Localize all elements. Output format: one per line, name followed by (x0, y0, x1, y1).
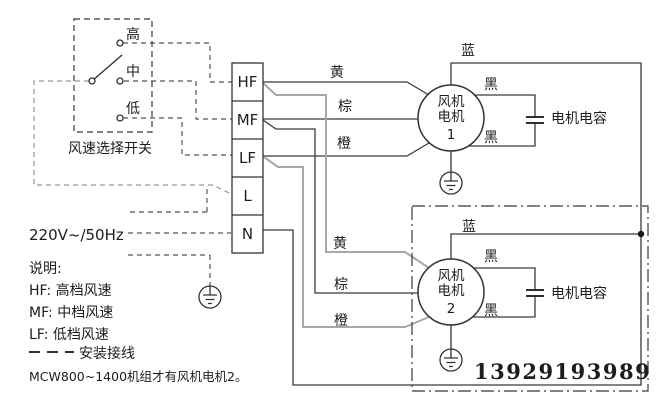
phone-watermark: 13929193989 (474, 359, 651, 384)
wire-power-earth (128, 254, 211, 286)
legend-dash-label: 安装接线 (79, 345, 135, 362)
wire-lf-orange-motor1 (263, 142, 430, 157)
wire-mf-brown-motor2 (262, 119, 420, 294)
label-orange-motor2: 橙 (334, 313, 348, 329)
capacitors (526, 116, 544, 297)
motor1-name-line2: 电机 (438, 109, 465, 125)
motor2-name-line1: 风机 (438, 268, 465, 284)
earth-icon-motor2 (439, 325, 463, 372)
label-black-bottom-motor1: 黑 (484, 130, 498, 146)
label-capacitor-motor2: 电机电容 (551, 285, 607, 302)
label-black-top-motor2: 黑 (484, 249, 498, 265)
ground-symbols (198, 151, 463, 372)
terminal-dividers (232, 100, 263, 216)
terminal-block: HF MF LF L N (231, 62, 264, 254)
speed-switch-label: 风速选择开关 (68, 141, 152, 157)
wire-hf-yellow-motor1 (263, 81, 430, 96)
wire-black-top-motor1 (460, 94, 536, 117)
motor2-number: 2 (447, 301, 456, 317)
wire-blue-motor2 (450, 233, 641, 261)
legend-item-lf: LF: 低档风速 (29, 327, 109, 343)
legend-item-mf: MF: 中档风速 (29, 305, 113, 321)
motor1-number: 1 (447, 127, 456, 143)
contact-common (88, 77, 96, 85)
terminal-n: N (242, 225, 253, 243)
label-brown-motor1: 棕 (338, 99, 352, 115)
wire-switch-low-to-lf (123, 117, 232, 156)
earth-icon-power (198, 285, 222, 309)
label-black-top-motor1: 黑 (484, 77, 498, 93)
wire-neutral-blue-loop (263, 62, 642, 386)
earth-icon-motor1 (439, 151, 463, 195)
label-blue-motor1: 蓝 (461, 43, 475, 59)
label-yellow-motor2: 黄 (333, 235, 347, 252)
label-orange-motor1: 橙 (337, 136, 351, 152)
label-high: 高 (126, 26, 140, 43)
capacitor-1 (526, 116, 544, 124)
label-mid: 中 (126, 64, 140, 80)
junction-dot (637, 230, 645, 238)
wire-power-live (128, 187, 208, 213)
motor2-enclosure-box (411, 205, 649, 392)
wire-black-bottom-motor1 (460, 123, 536, 147)
wire-switch-common-to-l (33, 80, 232, 195)
label-brown-motor2: 棕 (334, 277, 348, 293)
power-label: 220V~/50Hz (29, 226, 124, 244)
label-black-bottom-motor2: 黑 (484, 303, 498, 319)
wire-hf-yellow-motor2 (262, 82, 430, 269)
speed-switch-box (73, 18, 153, 133)
wire-switch-high-to-hf (123, 42, 232, 83)
terminal-l: L (243, 187, 252, 205)
contact-mid (116, 77, 124, 85)
motor2-name-line2: 电机 (438, 283, 465, 299)
label-yellow-motor1: 黄 (330, 64, 344, 81)
installation-dashed-wires (33, 42, 232, 286)
wire-black-bottom-motor2 (460, 296, 536, 318)
gray-branch-wires (262, 82, 430, 328)
switch-contacts (88, 39, 124, 122)
solid-wires (262, 62, 642, 386)
capacitor-2 (526, 289, 544, 297)
wire-black-top-motor2 (460, 267, 536, 290)
contact-high (116, 39, 124, 47)
label-blue-motor2: 蓝 (462, 219, 476, 235)
motor1-name-line1: 风机 (438, 94, 465, 110)
terminal-block-frame (231, 62, 264, 254)
model-note: MCW800~1400机组才有风机电机2。 (29, 369, 247, 384)
terminal-hf: HF (238, 73, 258, 91)
wire-switch-mid-to-mf (124, 80, 232, 120)
contact-low (116, 114, 124, 122)
legend-title: 说明: (29, 261, 62, 277)
terminal-lf: LF (239, 149, 256, 167)
label-low: 低 (126, 101, 140, 117)
terminal-mf: MF (237, 111, 259, 129)
label-capacitor-motor1: 电机电容 (551, 110, 607, 127)
wire-lf-orange-motor2 (263, 156, 430, 328)
legend-item-hf: HF: 高档风速 (29, 282, 112, 299)
switch-lever (91, 54, 123, 82)
